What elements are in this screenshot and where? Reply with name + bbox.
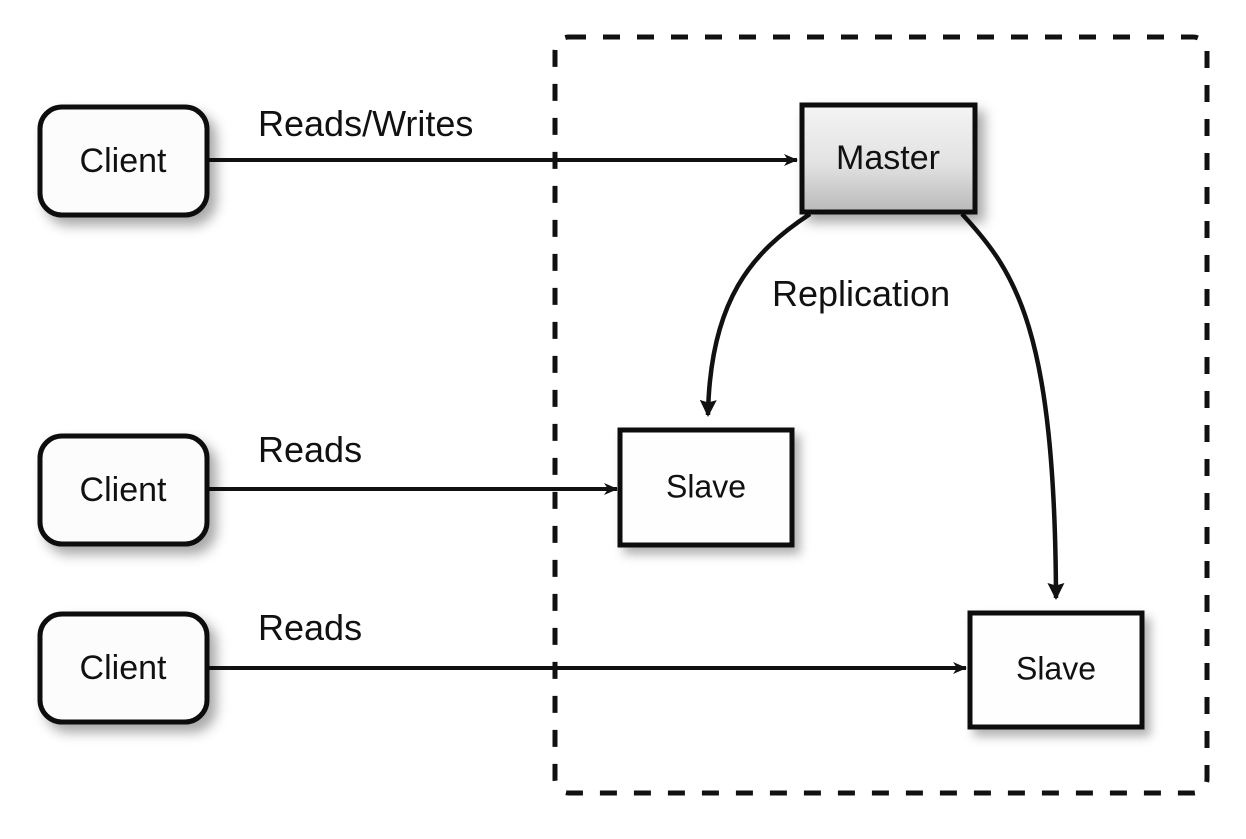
client-2-label: Client: [80, 471, 167, 509]
client-1-box: [37, 104, 210, 218]
edge-label-reads-writes: Reads/Writes: [258, 103, 473, 144]
cluster-boundary: [552, 34, 1210, 796]
client-1-label: Client: [80, 142, 167, 180]
client-3-label: Client: [80, 649, 167, 687]
client-2-box: [37, 433, 210, 547]
edge-label-replication: Replication: [772, 273, 950, 314]
node-master[interactable]: Master: [799, 102, 978, 215]
node-client-2[interactable]: Client: [37, 433, 210, 547]
slave-1-box: [617, 427, 795, 548]
master-label: Master: [836, 139, 940, 177]
edge-label-reads-slave-1: Reads: [258, 429, 362, 470]
edge-master-to-slave2: [960, 212, 1065, 600]
slave-2-box: [967, 610, 1145, 730]
master-box: [799, 102, 978, 215]
edge-master-to-slave1: [699, 212, 812, 417]
slave-1-label: Slave: [666, 468, 746, 504]
node-slave-1[interactable]: Slave: [617, 427, 795, 548]
node-client-3[interactable]: Client: [37, 611, 210, 725]
node-client-1[interactable]: Client: [37, 104, 210, 218]
slave-2-label: Slave: [1016, 650, 1096, 686]
client-3-box: [37, 611, 210, 725]
node-slave-2[interactable]: Slave: [967, 610, 1145, 730]
edge-label-reads-slave-2: Reads: [258, 607, 362, 648]
